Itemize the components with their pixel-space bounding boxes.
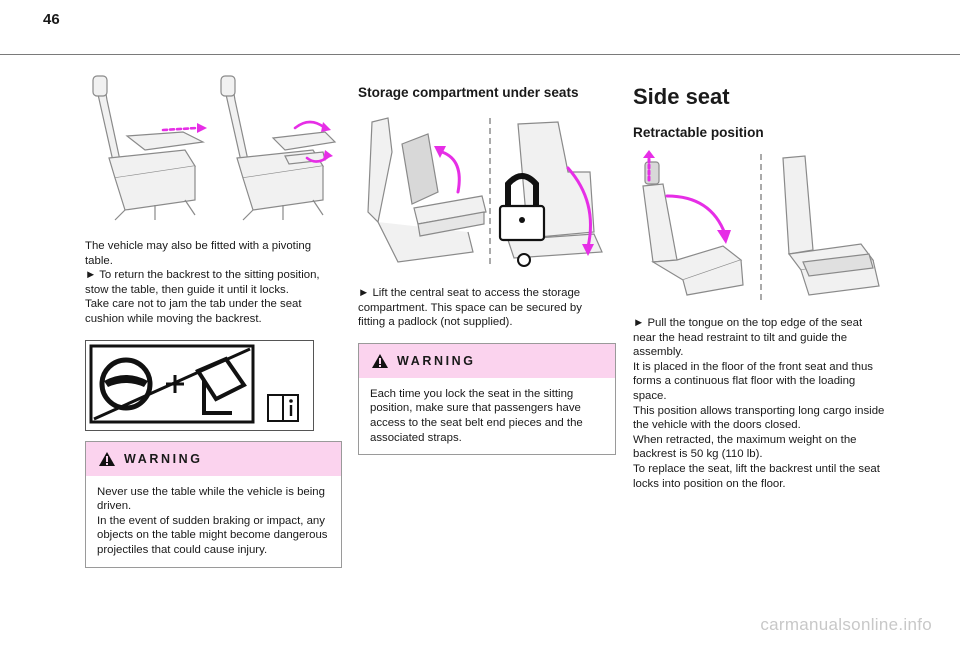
warning-body: Each time you lock the seat in the sitti… — [359, 378, 615, 454]
column-3: Side seat Retractable position — [633, 70, 888, 491]
paragraph: This position allows transporting long c… — [633, 404, 885, 432]
paragraph: Take care not to jam the tab under the s… — [85, 298, 302, 325]
retractable-seat-illustration — [642, 150, 880, 300]
page-title: Side seat — [633, 84, 730, 109]
header-rule — [0, 54, 960, 55]
warning-box: WARNING Never use the table while the ve… — [85, 440, 342, 568]
column-1: The vehicle may also be fitted with a pi… — [85, 70, 342, 568]
warning-triangle-icon — [372, 353, 388, 368]
warning-title: WARNING — [124, 451, 203, 466]
paragraph: ► Lift the central seat to access the st… — [358, 287, 582, 329]
paragraph: Each time you lock the seat in the sitti… — [370, 387, 583, 444]
warning-box: WARNING Each time you lock the seat in t… — [358, 342, 616, 456]
warning-body: Never use the table while the vehicle is… — [86, 476, 341, 567]
col1-text: The vehicle may also be fitted with a pi… — [85, 239, 330, 327]
warning-title: WARNING — [397, 353, 476, 368]
storage-compartment-illustration — [367, 117, 603, 267]
warning-header: WARNING — [86, 441, 341, 476]
no-table-while-driving-pictogram — [89, 344, 299, 424]
section-heading: Storage compartment under seats — [358, 85, 579, 100]
warning-triangle-icon — [99, 451, 115, 466]
warning-header: WARNING — [359, 343, 615, 378]
steering-wheel-icon — [99, 357, 153, 411]
paragraph: ► To return the backrest to the sitting … — [85, 269, 320, 296]
col3-text: ► Pull the tongue on the top edge of the… — [633, 316, 888, 491]
section-subheading: Retractable position — [633, 125, 764, 140]
figure-retractable-seat — [633, 150, 888, 305]
padlock-icon — [498, 173, 546, 267]
figure-prohibition-pictograms — [85, 339, 314, 431]
column-2: Storage compartment under seats — [358, 70, 616, 456]
paragraph: It is placed in the floor of the front s… — [633, 360, 873, 402]
watermark: carmanualsonline.info — [760, 615, 932, 634]
paragraph: ► Pull the tongue on the top edge of the… — [633, 317, 863, 359]
paragraph: To replace the seat, lift the backrest u… — [633, 462, 880, 490]
manual-book-icon — [267, 393, 299, 422]
pivoting-table-illustration — [92, 75, 337, 221]
col2-text: ► Lift the central seat to access the st… — [358, 286, 603, 330]
paragraph: The vehicle may also be fitted with a pi… — [85, 240, 312, 267]
paragraph: When retracted, the maximum weight on th… — [633, 433, 857, 461]
figure-storage-compartment — [358, 112, 613, 272]
paragraph: Never use the table while the vehicle is… — [97, 485, 325, 513]
paragraph: In the event of sudden braking or impact… — [97, 514, 328, 556]
page-number: 46 — [43, 11, 60, 28]
figure-pivoting-table — [85, 70, 340, 228]
